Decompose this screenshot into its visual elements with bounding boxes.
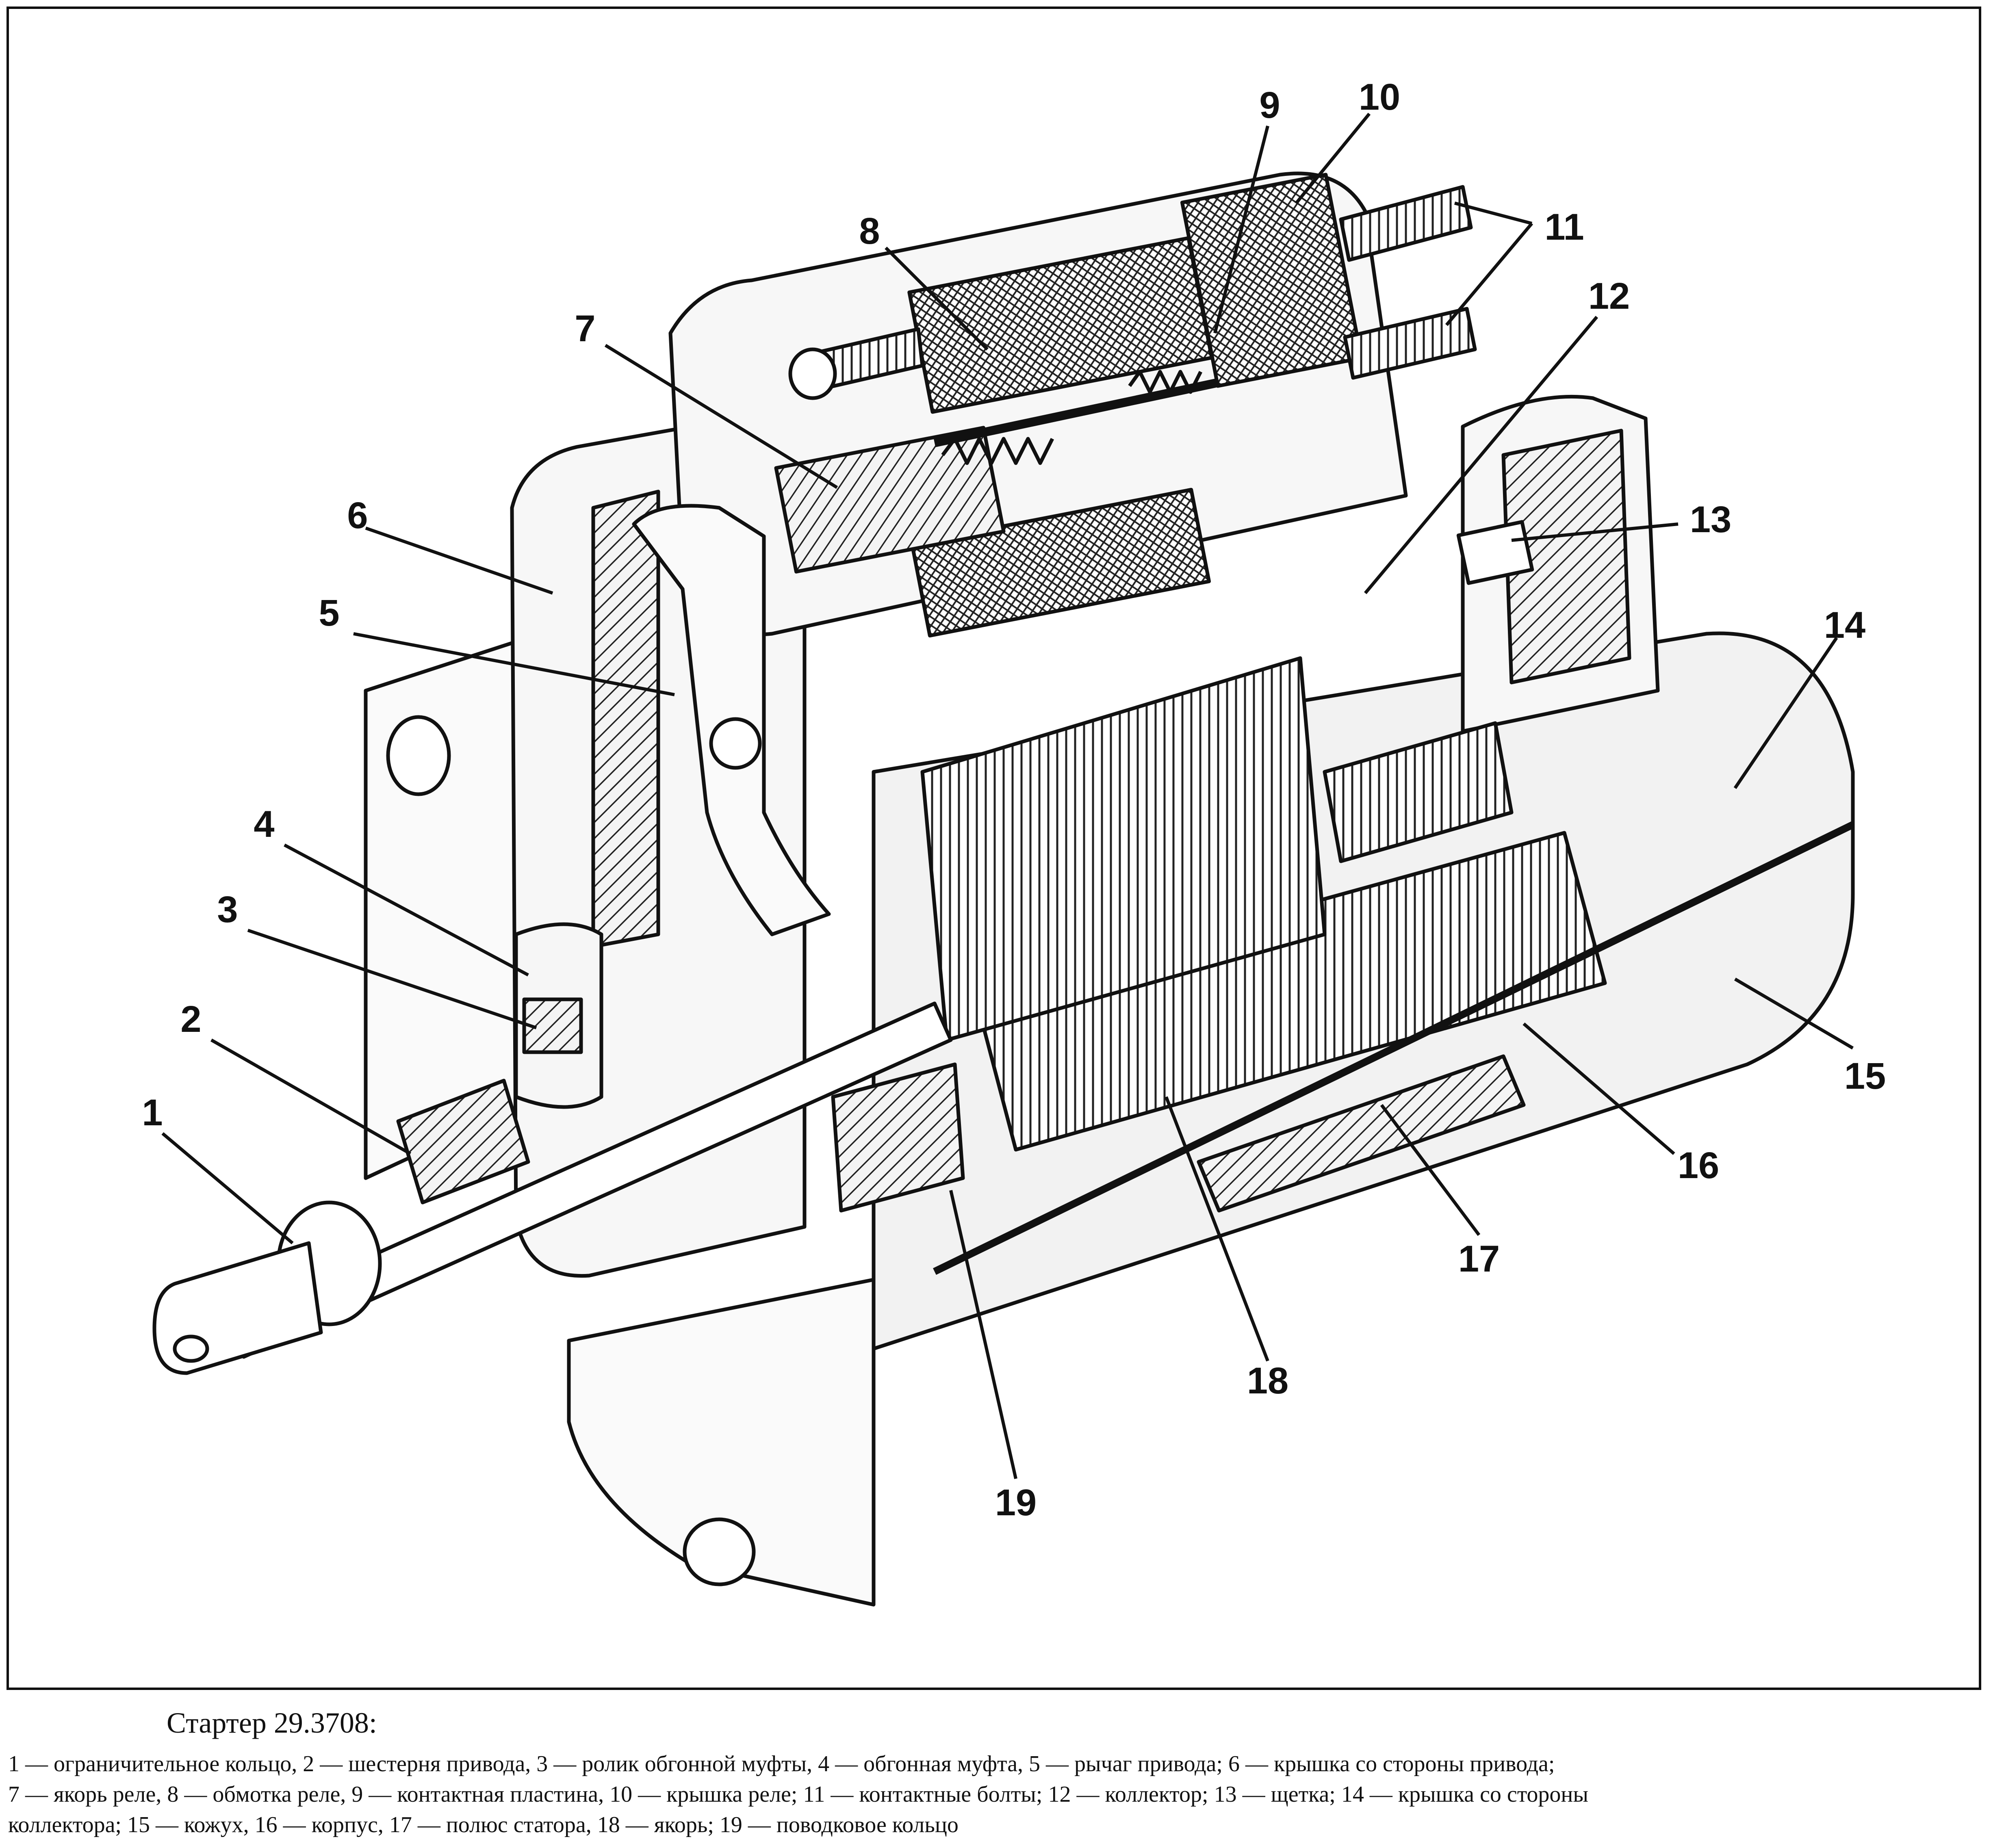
flange-hole-upper: [386, 715, 451, 796]
relay-spring: [941, 437, 1054, 465]
legend-line: 7 — якорь реле, 8 — обмотка реле, 9 — ко…: [8, 1782, 1589, 1807]
legend-line: 1 — ограничительное кольцо, 2 — шестерня…: [8, 1751, 1555, 1777]
callout-14: 14: [1824, 604, 1865, 646]
through-bolt: [933, 821, 1854, 1275]
mounting-flange-lower: [567, 1278, 876, 1607]
stator-pole: [1197, 1054, 1526, 1213]
callout-6: 6: [347, 495, 368, 536]
flange-hole-lower: [683, 1517, 756, 1586]
callout-10: 10: [1359, 76, 1400, 118]
callout-4: 4: [254, 804, 274, 845]
relay-plunger-rod: [933, 369, 1261, 447]
callout-11: 11: [1544, 206, 1584, 248]
legend-line: коллектора; 15 — кожух, 16 — корпус, 17 …: [8, 1812, 959, 1837]
relay-armature: [774, 426, 1006, 574]
callout-19: 19: [995, 1482, 1037, 1523]
contact-bolt-upper: [1339, 185, 1473, 262]
contact-spring: [1128, 370, 1203, 394]
lever-pivot: [709, 717, 762, 770]
brush: [1456, 520, 1534, 585]
callout-18: 18: [1247, 1360, 1288, 1402]
relay-cover-cap: [1180, 173, 1364, 388]
relay-winding-lower: [910, 487, 1211, 638]
callout-8: 8: [859, 210, 880, 252]
drive-pinion: [396, 1079, 530, 1205]
starter-cutaway-drawing: 1 2 3 4 5 6 7 8 9 10 11 12 13 14 15 16 1…: [142, 76, 1886, 1607]
callout-12: 12: [1588, 275, 1630, 317]
armature-core: [973, 831, 1607, 1152]
callout-2: 2: [180, 999, 201, 1040]
callout-16: 16: [1678, 1145, 1719, 1186]
caption-title: Стартер 29.3708:: [167, 1707, 377, 1739]
callout-13: 13: [1690, 499, 1731, 540]
drive-ring: [831, 1062, 965, 1213]
callout-9: 9: [1259, 84, 1280, 126]
callout-7: 7: [575, 308, 595, 349]
callout-17: 17: [1458, 1238, 1500, 1280]
commutator: [1323, 721, 1514, 863]
callout-5: 5: [319, 592, 339, 634]
armature-stack-upper: [920, 656, 1327, 1042]
callout-3: 3: [217, 889, 238, 930]
callout-1: 1: [142, 1092, 163, 1133]
contact-bolt-lower: [1343, 307, 1477, 380]
callout-15: 15: [1844, 1055, 1886, 1097]
